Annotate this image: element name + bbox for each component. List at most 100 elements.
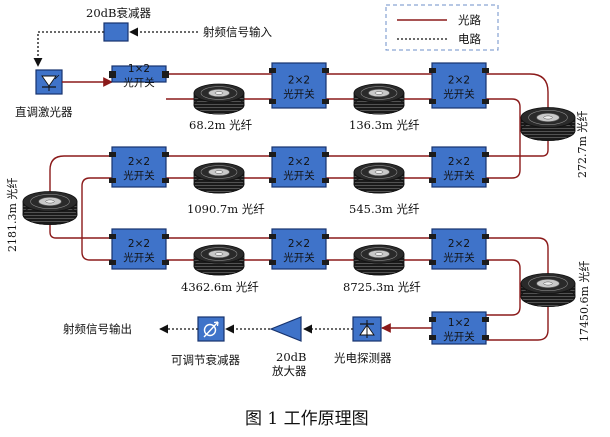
switch-port <box>429 234 436 239</box>
switch-port <box>482 260 489 265</box>
attenuator-20db-label: 20dB衰减器 <box>86 6 151 20</box>
switch-port <box>109 73 116 78</box>
spool-winding <box>528 275 568 291</box>
fiber-spool-f2 <box>353 83 405 115</box>
spool-center <box>543 281 553 286</box>
rf-output-label: 射频信号输出 <box>63 322 132 336</box>
fiber-4-label: 545.3m 光纤 <box>349 202 420 216</box>
spool-winding <box>200 165 238 179</box>
switch-port <box>482 335 489 340</box>
switch-port <box>322 152 329 157</box>
switch-port <box>322 68 329 73</box>
switch-port <box>482 152 489 157</box>
attenuator-to-laser-wire <box>33 31 104 67</box>
switch-body <box>111 146 167 188</box>
switch-port <box>322 234 329 239</box>
spool-winding <box>200 247 238 261</box>
switch-type-label: 2×2 <box>448 75 470 87</box>
legend-box <box>385 4 499 51</box>
switch-body <box>271 146 327 188</box>
switch-port <box>162 234 169 239</box>
switch-type-label: 1×2 <box>448 317 470 329</box>
fiber-s9-s10-inner <box>486 259 521 316</box>
switch-port <box>109 152 116 157</box>
output-chain: 光电探测器 20dB 放大器 可调节衰减器 射频信号输出 <box>63 316 392 378</box>
switch-body <box>431 62 487 109</box>
switch-name-label: 光开关 <box>123 76 155 89</box>
switch-port <box>429 317 436 322</box>
optical-paths <box>49 73 549 341</box>
fiber-spool-f6 <box>22 191 78 225</box>
switch-port <box>109 234 116 239</box>
spool-winding <box>200 86 238 100</box>
amplifier-icon <box>269 316 302 342</box>
switch-port <box>109 178 116 183</box>
legend-electrical-label: 电路 <box>458 32 481 46</box>
switch-type-label: 2×2 <box>288 156 310 168</box>
switch-port <box>429 178 436 183</box>
spool-center <box>374 170 384 174</box>
spool-winding <box>528 110 568 126</box>
switch-type-label: 2×2 <box>288 75 310 87</box>
switch-port <box>482 234 489 239</box>
fiber-spool-f5 <box>193 162 245 194</box>
fiber-9-label: 17450.6m 光纤 <box>577 261 591 342</box>
switch-type-label: 2×2 <box>128 238 150 250</box>
fiber-1-label: 68.2m 光纤 <box>189 118 253 132</box>
switch-port <box>429 335 436 340</box>
photodetector-icon <box>352 316 382 342</box>
fiber-spool-f4 <box>353 162 405 194</box>
switch-port <box>482 99 489 104</box>
spool-winding <box>360 247 398 261</box>
switch-port <box>322 178 329 183</box>
switch-type-label: 2×2 <box>448 238 470 250</box>
switch-name-label: 光开关 <box>443 169 475 182</box>
switch-port <box>269 68 276 73</box>
switch-port <box>269 260 276 265</box>
switch-port <box>162 152 169 157</box>
variable-attenuator-label: 可调节衰减器 <box>171 353 240 367</box>
switch-body <box>271 228 327 270</box>
spool-winding <box>30 194 70 210</box>
fiber-7-label: 4362.6m 光纤 <box>181 280 259 294</box>
switch-name-label: 光开关 <box>283 88 315 101</box>
figure-caption: 图 1 工作原理图 <box>245 409 369 429</box>
fiber-spool-f8 <box>353 244 405 276</box>
switch-body <box>111 228 167 270</box>
switch-body <box>431 228 487 270</box>
switch-port <box>429 152 436 157</box>
switch-port <box>269 234 276 239</box>
fiber-s3-s4-inner <box>486 98 521 179</box>
switch-port <box>482 68 489 73</box>
switch-body <box>271 62 327 109</box>
switch-port <box>429 99 436 104</box>
spool-center <box>543 115 553 120</box>
spool-center <box>214 252 224 256</box>
rf-input-label: 射频信号输入 <box>203 25 272 39</box>
fiber-spool-f7 <box>193 244 245 276</box>
switch-port <box>269 99 276 104</box>
input-path: 20dB衰减器 射频信号输入 直调激光器 <box>15 6 272 119</box>
spool-center <box>374 252 384 256</box>
legend-optical-label: 光路 <box>458 13 481 27</box>
spool-center <box>374 91 384 95</box>
amplifier-label-line1: 20dB <box>276 350 306 364</box>
switch-type-label: 1×2 <box>128 63 150 75</box>
switch-port <box>322 260 329 265</box>
fiber-6-label: 2181.3m 光纤 <box>5 178 19 252</box>
switch-port <box>269 152 276 157</box>
switch-body <box>431 311 487 345</box>
switch-type-label: 2×2 <box>448 156 470 168</box>
spool-winding <box>360 165 398 179</box>
switch-port <box>162 178 169 183</box>
switch-port <box>429 260 436 265</box>
